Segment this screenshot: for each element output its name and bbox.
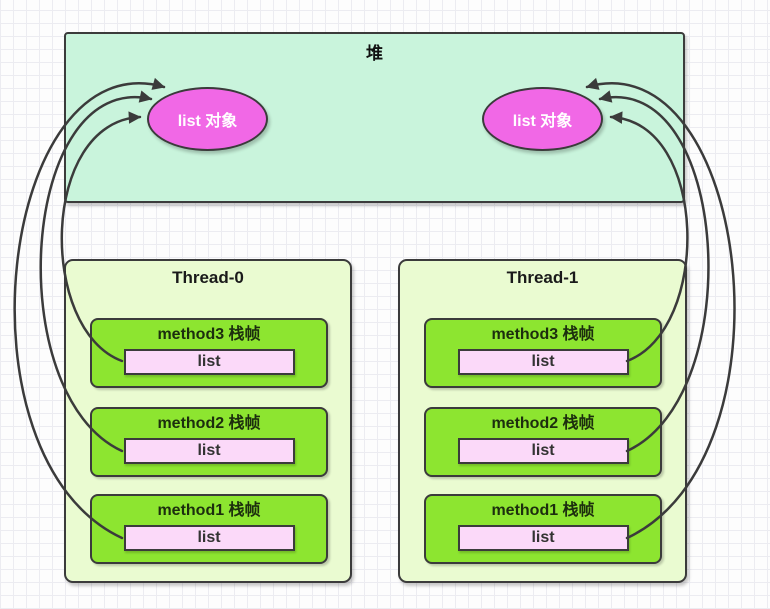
thread-0-frame-method1: method1 栈帧 list [90,494,328,564]
thread-0-method3-list-slot: list [123,349,295,375]
heap-object-left: list 对象 [147,87,268,151]
frame-title: method2 栈帧 [157,415,261,432]
thread-0-method1-list-slot: list [123,525,295,551]
heap-title: 堆 [366,44,383,63]
thread-0-title: Thread-0 [172,268,244,287]
heap-object-left-label: list 对象 [177,113,238,130]
heap-object-right: list 对象 [482,87,603,151]
frame-title: method2 栈帧 [491,415,595,432]
thread-0-frame-method3: method3 栈帧 list [90,318,328,388]
frame-title: method1 栈帧 [491,502,595,519]
thread-0-box: Thread-0 method3 栈帧 list method2 栈帧 list… [64,259,352,583]
thread-1-title: Thread-1 [506,268,579,287]
frame-title: method3 栈帧 [491,326,595,343]
thread-1-frame-method2: method2 栈帧 list [424,407,662,477]
thread-1-frame-method1: method1 栈帧 list [424,494,662,564]
thread-1-method1-list-slot: list [457,525,629,551]
frame-title: method1 栈帧 [157,502,261,519]
thread-1-box: Thread-1 method3 栈帧 list method2 栈帧 list… [398,259,687,583]
thread-1-method3-list-slot: list [457,349,629,375]
thread-1-method2-list-slot: list [457,438,629,464]
thread-0-frame-method2: method2 栈帧 list [90,407,328,477]
heap-object-right-label: list 对象 [512,113,573,130]
thread-1-frame-method3: method3 栈帧 list [424,318,662,388]
thread-0-method2-list-slot: list [123,438,295,464]
frame-title: method3 栈帧 [157,326,261,343]
